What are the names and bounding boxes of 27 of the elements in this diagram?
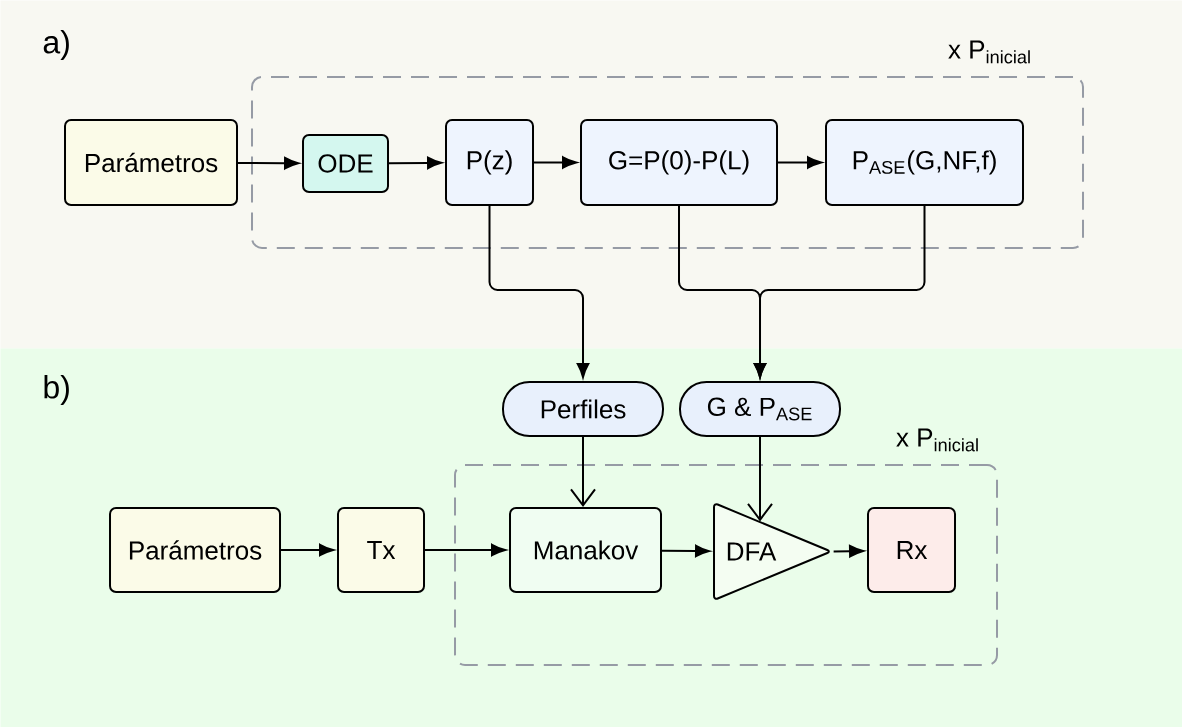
arrow xyxy=(777,156,823,169)
process-box: P$_{ASE}$(G,NF,f) xyxy=(825,119,1024,206)
process-box: G=P(0)-P(L) xyxy=(580,119,778,206)
panel-label: a) xyxy=(43,30,69,60)
data-pill: Perfiles xyxy=(502,381,664,437)
arrow xyxy=(570,436,596,507)
process-box: Rx xyxy=(867,507,956,593)
loop-label: x P$_{inicial}$ xyxy=(948,40,1030,64)
process-box: Parámetros xyxy=(109,507,281,593)
arrow xyxy=(753,205,926,378)
arrow xyxy=(747,436,773,522)
process-box: Parámetros xyxy=(64,119,238,206)
arrow xyxy=(237,156,300,170)
arrow xyxy=(488,205,590,378)
panel-label: b) xyxy=(44,375,69,405)
loop-label: x P$_{inicial}$ xyxy=(896,428,978,452)
arrow xyxy=(661,544,710,558)
process-box: P(z) xyxy=(445,119,534,206)
arrow xyxy=(424,543,506,557)
process-box: Tx xyxy=(337,507,425,593)
process-box: Manakov xyxy=(509,507,662,593)
process-box: ODE xyxy=(302,134,389,193)
arrow xyxy=(280,543,334,557)
data-pill: G & P$_{ASE}$ xyxy=(679,381,841,437)
amplifier-triangle: DFA xyxy=(713,503,830,600)
arrow xyxy=(388,156,443,170)
arrow xyxy=(832,544,865,558)
